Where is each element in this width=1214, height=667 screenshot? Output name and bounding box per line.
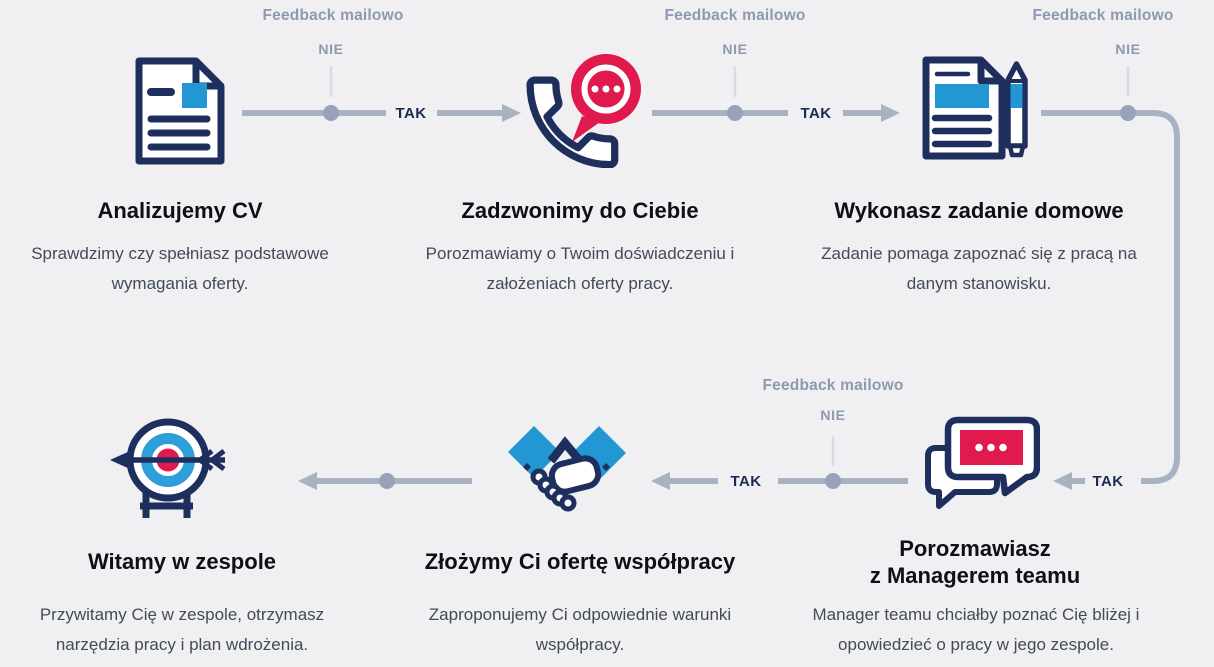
feedback-mailowo-label-1: Feedback mailowo: [262, 7, 404, 24]
step-1-title: Analizujemy CV: [97, 198, 263, 223]
arrowhead-left-icon: [298, 472, 317, 490]
feedback-branch-lines: [329, 66, 1130, 466]
step-4-description: Manager teamu chciałby poznać Cię bliżej…: [812, 605, 1140, 654]
step-4-title-line1: Porozmawiasz: [899, 536, 1051, 561]
nie-label-4: NIE: [820, 407, 846, 423]
step-6-title: Witamy w zespole: [87, 549, 277, 574]
phone-chat-icon: [526, 50, 646, 169]
step-2-description: Porozmawiamy o Twoim doświadczeniu i zał…: [425, 244, 735, 293]
arrowhead-right-icon: [502, 104, 521, 122]
handshake-icon: [503, 419, 627, 517]
arrowhead-left-icon: [1053, 472, 1072, 490]
step-1-description: Sprawdzimy czy spełniasz podstawowe wyma…: [31, 244, 329, 293]
nie-label-1: NIE: [318, 41, 344, 57]
arrowhead-left-icon: [651, 472, 670, 490]
tak-label-4: TAK: [730, 473, 762, 490]
decision-nodes: [323, 105, 1136, 489]
step-6-description: Przywitamy Cię w zespole, otrzymasz narz…: [39, 605, 325, 654]
step-3-title: Wykonasz zadanie domowe: [834, 198, 1124, 223]
nie-label-3: NIE: [1115, 41, 1141, 57]
step-3-description: Zadanie pomaga zapoznać się z pracą na d…: [821, 244, 1137, 293]
feedback-mailowo-label-2: Feedback mailowo: [664, 7, 806, 24]
tak-label-2: TAK: [800, 105, 832, 122]
arrowhead-right-icon: [881, 104, 900, 122]
wrap-around-connector: [1041, 110, 1180, 484]
nie-label-2: NIE: [722, 41, 748, 57]
cv-document-icon: [134, 57, 226, 165]
step-5-title: Złożymy Ci ofertę współpracy: [424, 549, 736, 574]
target-icon: [105, 418, 231, 522]
tak-label-1: TAK: [395, 105, 427, 122]
step-4-title-line2: z Managerem teamu: [869, 563, 1081, 588]
step-2-title: Zadzwonimy do Ciebie: [461, 198, 699, 223]
feedback-mailowo-label-4: Feedback mailowo: [762, 377, 904, 394]
tak-label-3: TAK: [1092, 473, 1124, 490]
step-4-title: Porozmawiasz z Managerem teamu: [870, 535, 1080, 589]
feedback-mailowo-label-3: Feedback mailowo: [1032, 7, 1174, 24]
document-pen-icon: [922, 52, 1032, 160]
chat-bubbles-icon: [925, 413, 1041, 509]
step-5-description: Zaproponujemy Ci odpowiednie warunki wsp…: [428, 605, 732, 654]
